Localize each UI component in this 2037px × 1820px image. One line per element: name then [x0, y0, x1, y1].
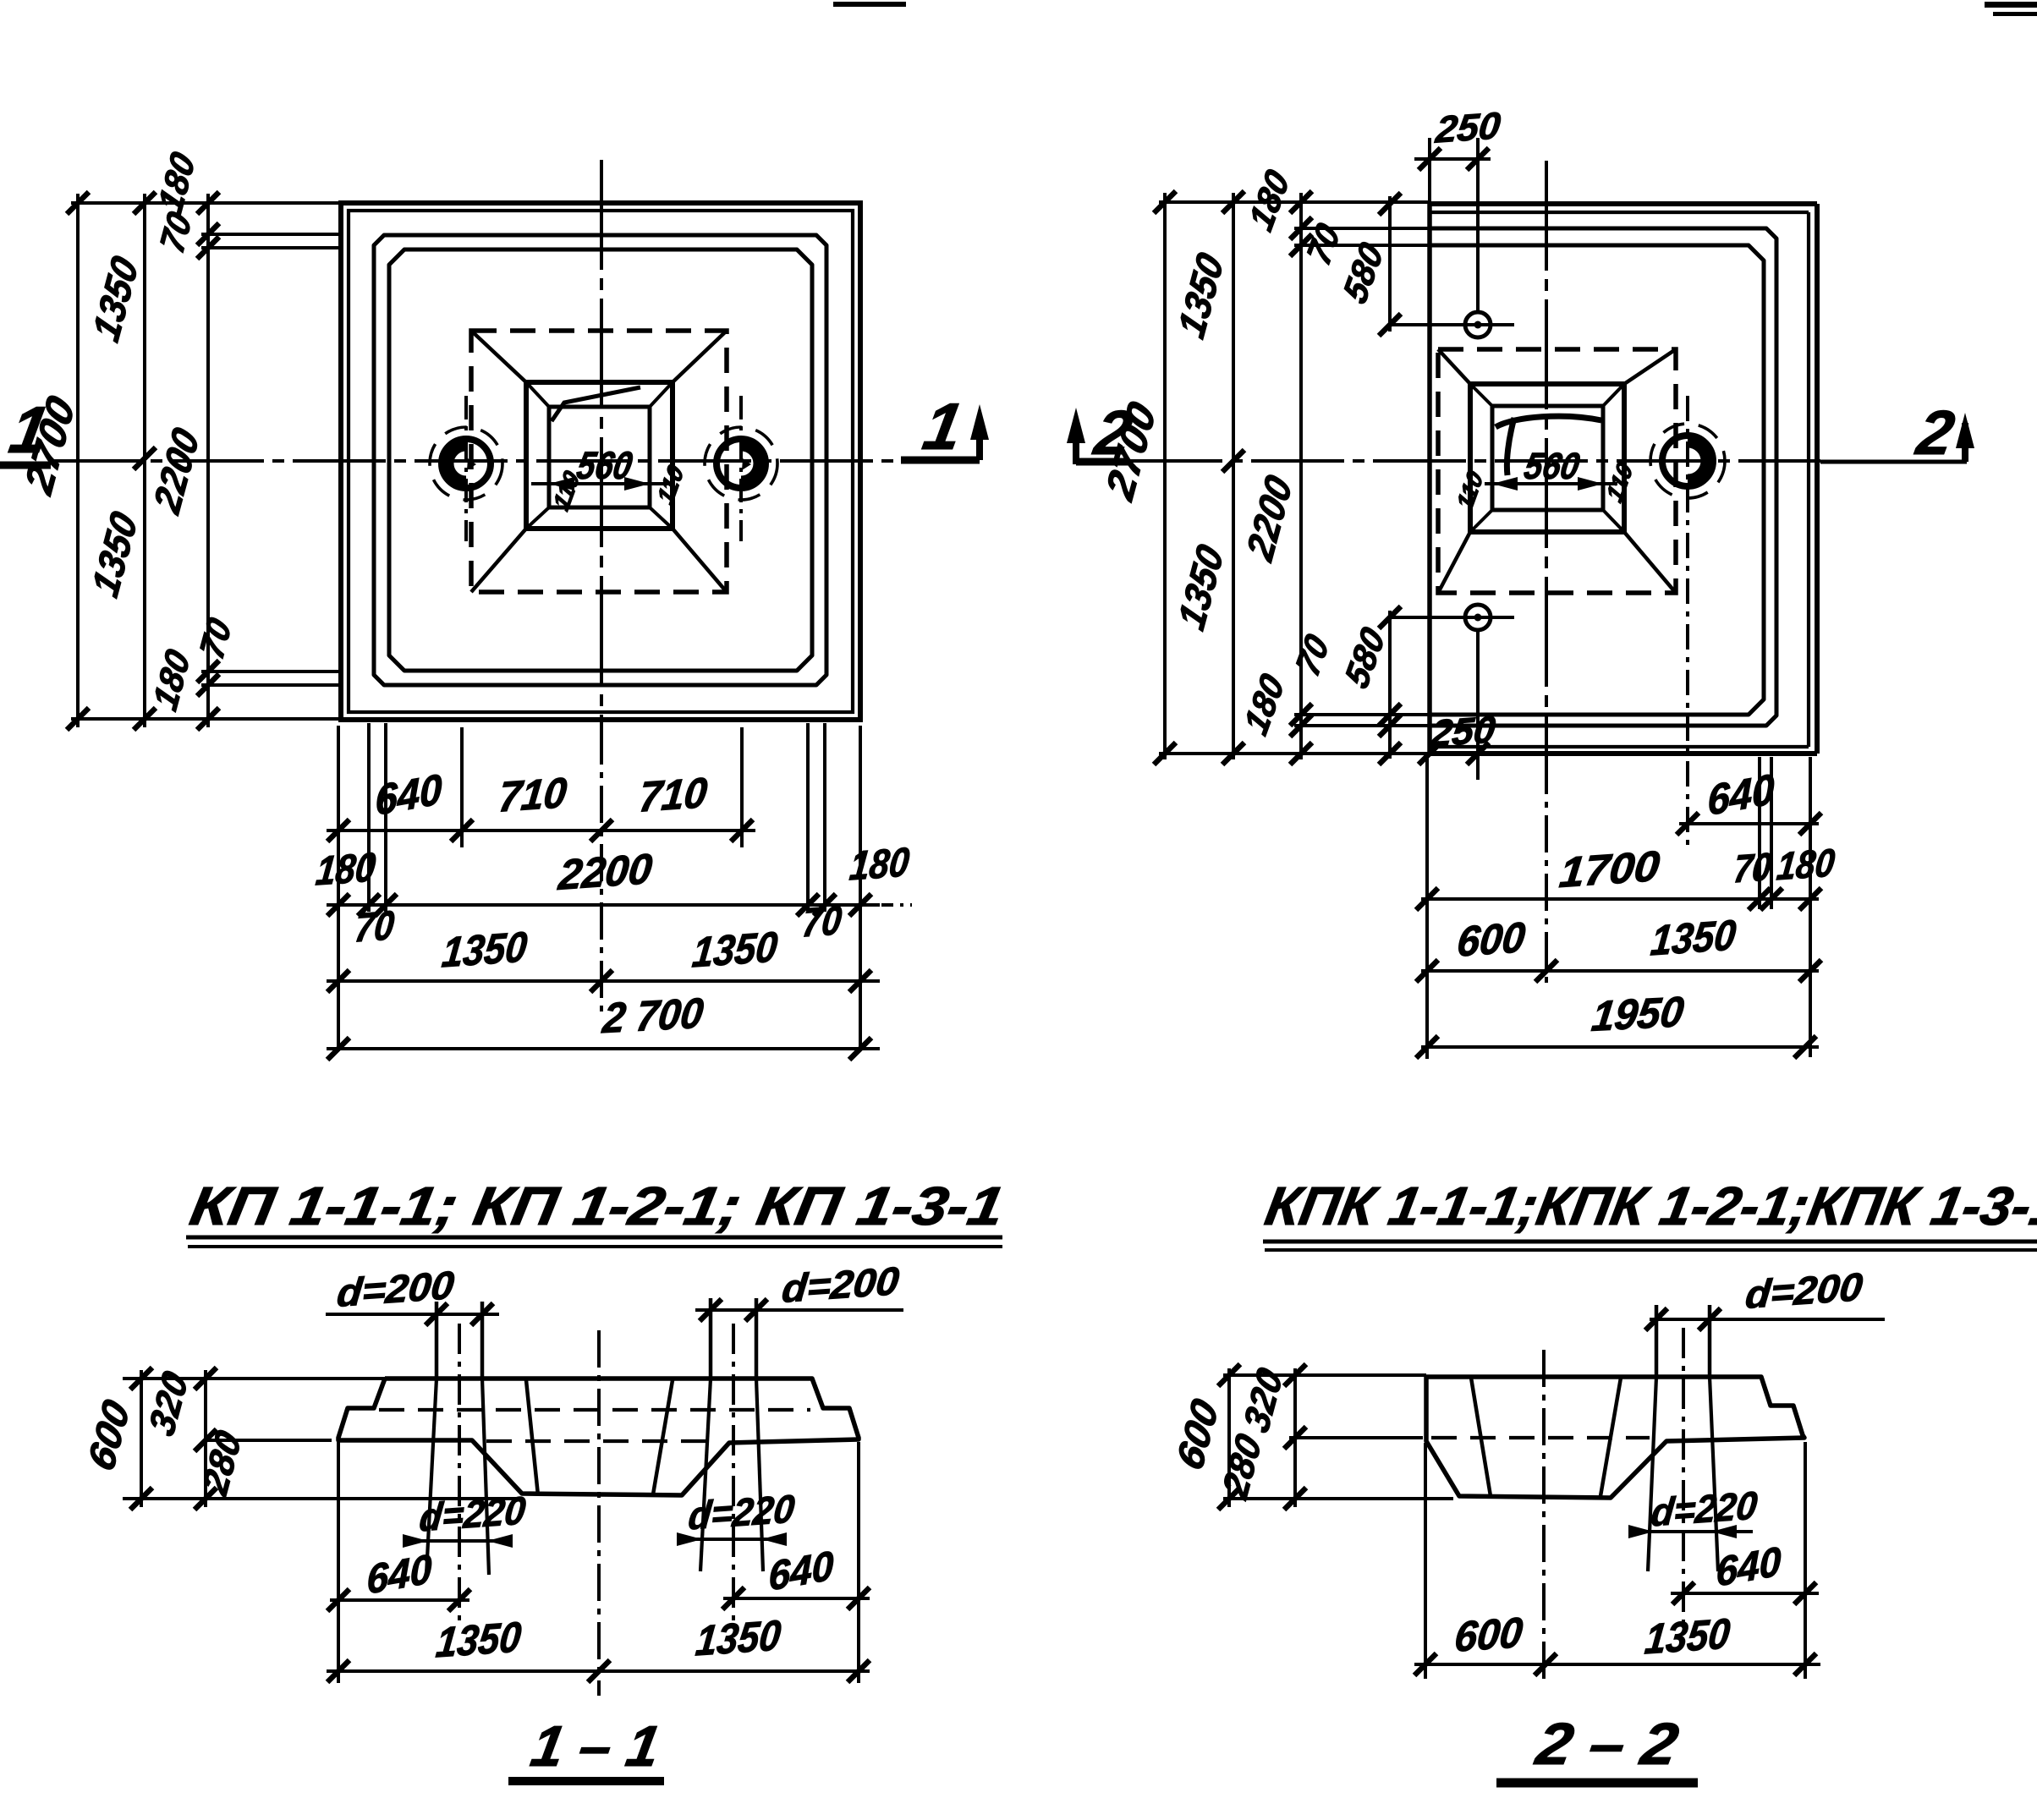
svg-text:d=220: d=220: [687, 1487, 797, 1538]
svg-text:d=220: d=220: [1650, 1483, 1760, 1535]
svg-text:710: 710: [637, 768, 710, 821]
svg-text:250: 250: [1433, 105, 1502, 151]
svg-text:710: 710: [497, 768, 569, 821]
svg-text:1350: 1350: [434, 1612, 524, 1666]
svg-text:180: 180: [314, 844, 378, 894]
svg-text:1 – 1: 1 – 1: [526, 1713, 664, 1778]
svg-text:1950: 1950: [1590, 987, 1687, 1040]
svg-text:d=200: d=200: [1743, 1264, 1864, 1317]
svg-text:1350: 1350: [1649, 910, 1738, 964]
svg-text:КП 1-1-1; КП 1-2-1; КП 1-3-1: КП 1-1-1; КП 1-2-1; КП 1-3-1: [186, 1176, 1009, 1236]
svg-text:600: 600: [1452, 1608, 1525, 1661]
svg-text:2200: 2200: [556, 844, 655, 899]
svg-text:560: 560: [1521, 446, 1583, 487]
svg-text:180: 180: [848, 839, 912, 889]
svg-text:180: 180: [1775, 841, 1837, 889]
svg-text:1350: 1350: [694, 1610, 783, 1664]
svg-text:1350: 1350: [440, 922, 530, 976]
svg-text:70: 70: [353, 902, 397, 951]
svg-text:1350: 1350: [1643, 1609, 1732, 1663]
svg-text:1700: 1700: [1557, 841, 1662, 896]
svg-text:250: 250: [1428, 709, 1497, 755]
svg-text:640: 640: [769, 1543, 834, 1600]
svg-text:1350: 1350: [690, 922, 780, 976]
svg-text:КПК 1-1-1;КПК 1-2-1;КПК 1-3-1: КПК 1-1-1;КПК 1-2-1;КПК 1-3-1: [1261, 1176, 2037, 1236]
svg-text:d=200: d=200: [335, 1263, 456, 1315]
svg-text:600: 600: [1455, 913, 1528, 966]
svg-text:d=200: d=200: [780, 1258, 901, 1311]
svg-text:70: 70: [800, 897, 844, 946]
svg-text:2 700: 2 700: [600, 989, 706, 1042]
svg-text:d=220: d=220: [418, 1488, 528, 1540]
svg-text:560: 560: [574, 443, 635, 487]
svg-text:2 – 2: 2 – 2: [1530, 1710, 1683, 1776]
svg-text:640: 640: [367, 1546, 432, 1603]
svg-text:70: 70: [1732, 844, 1774, 891]
